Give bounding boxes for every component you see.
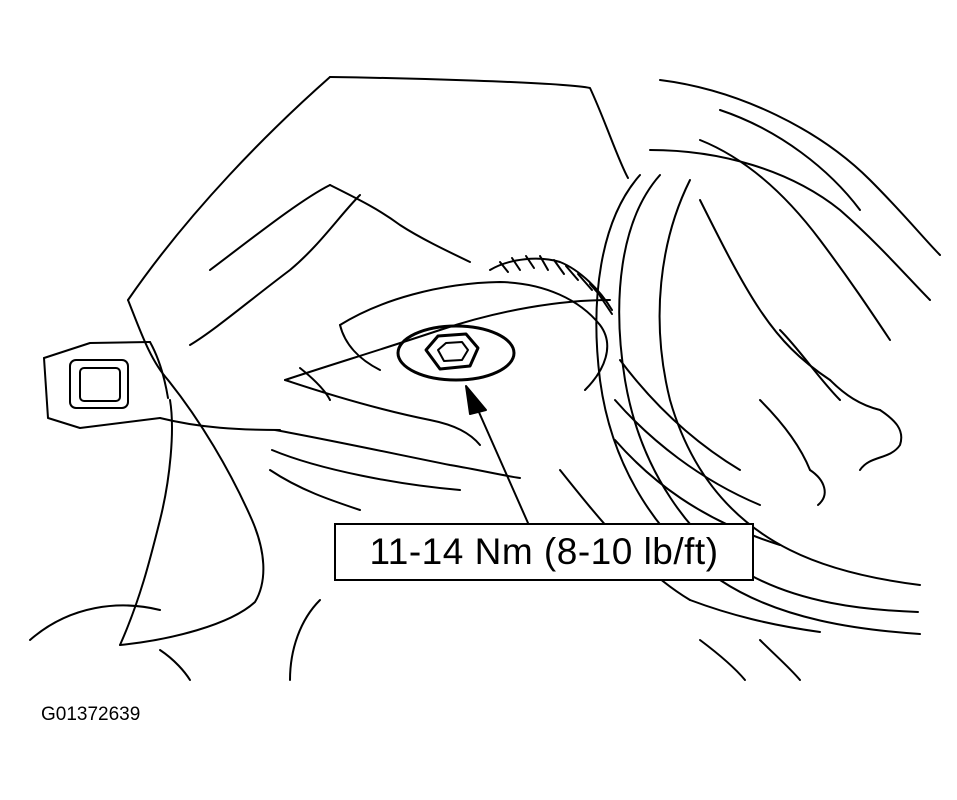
tube-rail	[269, 299, 611, 511]
leader-arrow	[465, 385, 529, 524]
mounting-bracket	[43, 341, 281, 431]
bolt-head	[396, 324, 516, 382]
mounting-boss	[339, 281, 609, 391]
hose-clamp	[489, 255, 613, 315]
figure-id-label: G01372639	[41, 704, 141, 725]
torque-spec-label: 11-14 Nm (8-10 lb/ft)	[334, 523, 754, 581]
ribbed-hose	[595, 79, 941, 635]
